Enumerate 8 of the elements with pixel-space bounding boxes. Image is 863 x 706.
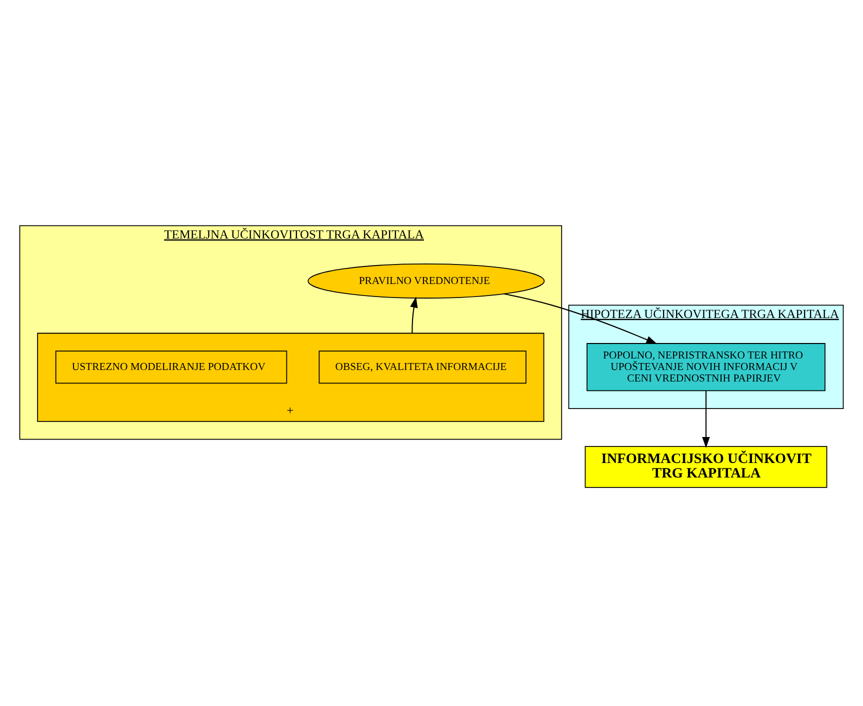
node-box: POPOLNO, NEPRISTRANSKO TER HITRO UPOŠTEVANJE NOVIH INFORMACIJ V CENI VREDNOSTNIH PAPIRJEV [586, 343, 826, 392]
arrow [702, 390, 710, 448]
arrow [410, 296, 418, 334]
node-ellipse: PRAVILNO VREDNOTENJE [308, 264, 545, 299]
node-box: INFORMACIJSKO UČINKOVIT TRG KAPITALA [584, 446, 828, 488]
arrow [504, 293, 658, 344]
node-box: USTREZNO MODELIRANJE PODATKOV [55, 350, 288, 384]
node-box: OBSEG, KVALITETA INFORMACIJE [318, 350, 526, 384]
